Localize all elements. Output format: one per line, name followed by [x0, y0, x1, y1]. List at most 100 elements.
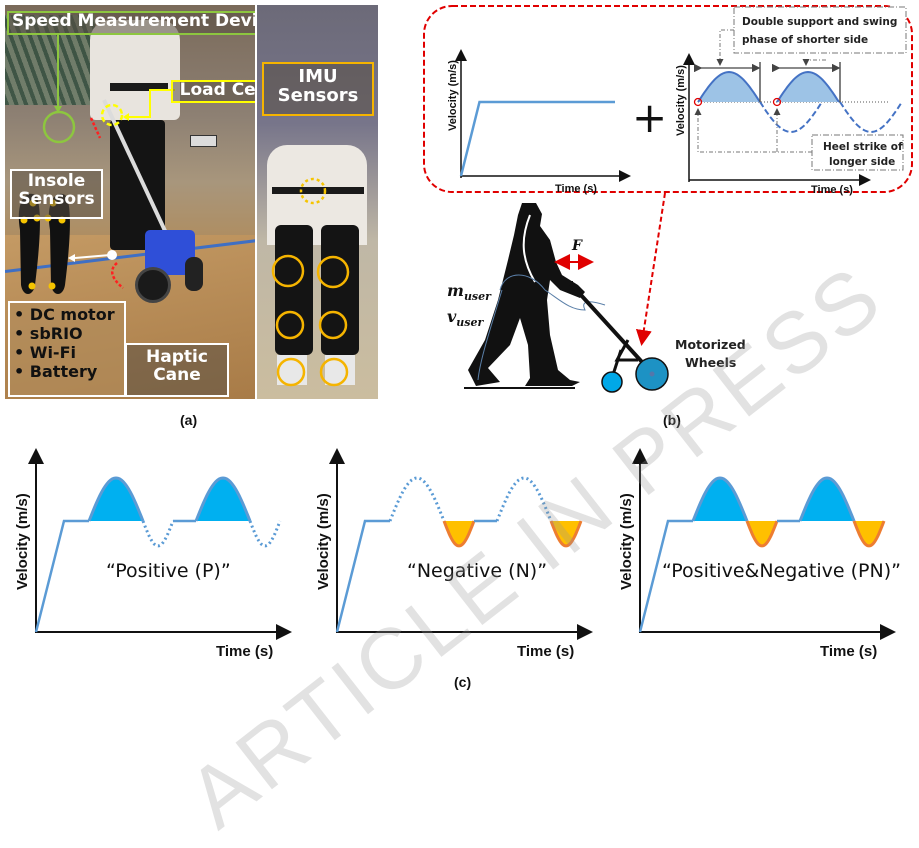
positive-positive-fill — [196, 478, 250, 521]
positivenegative-negative-line — [745, 520, 779, 548]
silhouette-highlight — [522, 214, 536, 283]
negative-negative-line — [442, 520, 476, 548]
imu-foot-right — [319, 357, 349, 387]
speed-arrow-left-head — [54, 106, 62, 113]
annotation-bottom-leader-1 — [694, 108, 812, 153]
imu-thigh-left — [271, 254, 305, 288]
positivenegative-positive-line — [691, 476, 749, 522]
positivenegative-ylabel: Velocity (m/s) — [618, 493, 635, 590]
positivenegative-negative-fill — [747, 521, 777, 546]
component-battery: • Battery — [14, 361, 98, 381]
positive-positive-line — [194, 476, 252, 522]
negative-negative-fill — [551, 521, 581, 546]
annotation-top-line1: Double support and swing — [742, 16, 897, 28]
annotation-top-leader-1 — [716, 29, 734, 66]
person-legs — [110, 120, 165, 250]
negative-negative-fill — [444, 521, 474, 546]
annotation-top-leader-2 — [802, 59, 826, 66]
imu-shank-left — [275, 310, 305, 340]
annotation-bottom-line1: Heel strike of — [823, 141, 903, 153]
haptic-cane-line2: Cane — [153, 364, 201, 385]
imu-pelvis-circle — [299, 177, 327, 205]
positivenegative-ramp-line — [638, 519, 693, 633]
negative-title: “Negative (N)” — [407, 560, 547, 582]
panel-b-label: (b) — [663, 412, 681, 428]
annotation-top-line2: phase of shorter side — [742, 34, 868, 46]
plot1-xlabel: Time (s) — [555, 183, 597, 195]
insole-label: Insole Sensors — [10, 169, 103, 219]
red-rotation-arrow-bottom — [110, 262, 124, 289]
negative-xlabel: Time (s) — [517, 643, 574, 660]
annotation-top-box — [733, 6, 907, 54]
model-box — [423, 5, 913, 193]
plot1-velocity-line — [459, 100, 615, 177]
plot1-ylabel: Velocity (m/s) — [447, 60, 459, 131]
positive-positive-fill — [89, 478, 143, 521]
positivenegative-positive-line — [798, 476, 856, 522]
panel-c-label: (c) — [454, 674, 472, 690]
back-belt — [272, 187, 364, 194]
velocity-base: v — [447, 307, 457, 326]
positivenegative-negative-fill — [854, 521, 884, 546]
cane-wheel — [135, 267, 171, 303]
mass-base: m — [447, 281, 464, 300]
velocity-label: vuser — [447, 307, 484, 329]
red-rotation-arrow-top — [89, 117, 102, 139]
speed-device-circle-left — [42, 110, 76, 144]
cane-rod — [568, 281, 654, 375]
imu-markers — [271, 177, 350, 387]
imu-foot-left — [276, 357, 306, 387]
haptic-cane-label: Haptic Cane — [125, 343, 229, 397]
insole-label-line1: Insole — [27, 171, 86, 191]
negative-positive-dotted — [388, 476, 446, 522]
plot2-positive-fill — [698, 72, 839, 102]
positive-ramp-line — [34, 519, 89, 633]
front-wheel — [601, 371, 623, 393]
imu-shank-right — [318, 310, 348, 340]
insole-arrow-dot — [107, 250, 117, 260]
positive-ylabel: Velocity (m/s) — [14, 493, 31, 590]
positivenegative-positive-fill — [800, 478, 854, 521]
positive-xlabel: Time (s) — [216, 643, 273, 660]
load-cell-arrow — [129, 89, 175, 118]
insole-arrow-head — [68, 254, 75, 262]
component-dc-motor: • DC motor — [14, 305, 115, 324]
imu-label-line1: IMU — [298, 66, 338, 87]
positivenegative-xlabel: Time (s) — [820, 643, 877, 660]
negative-negative-line — [549, 520, 583, 548]
imu-label-line2: Sensors — [277, 84, 359, 106]
mass-label: muser — [447, 281, 492, 303]
wheels-label-line1: Motorized — [675, 337, 746, 352]
imu-photo: IMU Sensors — [255, 5, 378, 399]
annotation-bottom-box — [811, 134, 904, 171]
insole-arrow — [74, 254, 111, 259]
positive-title: “Positive (P)” — [106, 560, 231, 582]
body-outline-trace-2 — [477, 289, 503, 381]
component-wifi: • Wi-Fi — [14, 342, 76, 362]
component-sbrio: • sbRIO — [14, 323, 83, 343]
right-leg — [321, 225, 359, 355]
plot2-ylabel: Velocity (m/s) — [675, 65, 687, 136]
plot2-negative-dashed-line — [759, 101, 903, 134]
user-silhouette — [468, 203, 585, 386]
cane-wheel-rear — [185, 257, 203, 291]
positive-positive-line — [87, 476, 145, 522]
force-label: F — [571, 238, 583, 254]
negative-ramp-line — [335, 519, 390, 633]
load-cell-arrow-head — [123, 113, 129, 121]
heel-strike-marker-2 — [772, 97, 782, 107]
imu-thigh-right — [316, 255, 350, 289]
wheel-hub — [649, 371, 655, 377]
positivenegative-positive-fill — [693, 478, 747, 521]
control-signal-arrow — [635, 192, 666, 346]
positivenegative-negative-line — [852, 520, 886, 548]
mass-sub: user — [464, 290, 492, 303]
insole-label-line2: Sensors — [18, 188, 95, 209]
panel-c-charts: Velocity (m/s) Time (s) “Positive (P)” Velo… — [14, 448, 901, 660]
belt — [110, 83, 168, 91]
panel-a-label: (a) — [180, 412, 198, 428]
negative-ylabel: Velocity (m/s) — [315, 493, 332, 590]
wheels-label-line2: Wheels — [685, 355, 736, 370]
camera-device — [190, 135, 217, 147]
positive-negative-dotted — [141, 520, 175, 548]
